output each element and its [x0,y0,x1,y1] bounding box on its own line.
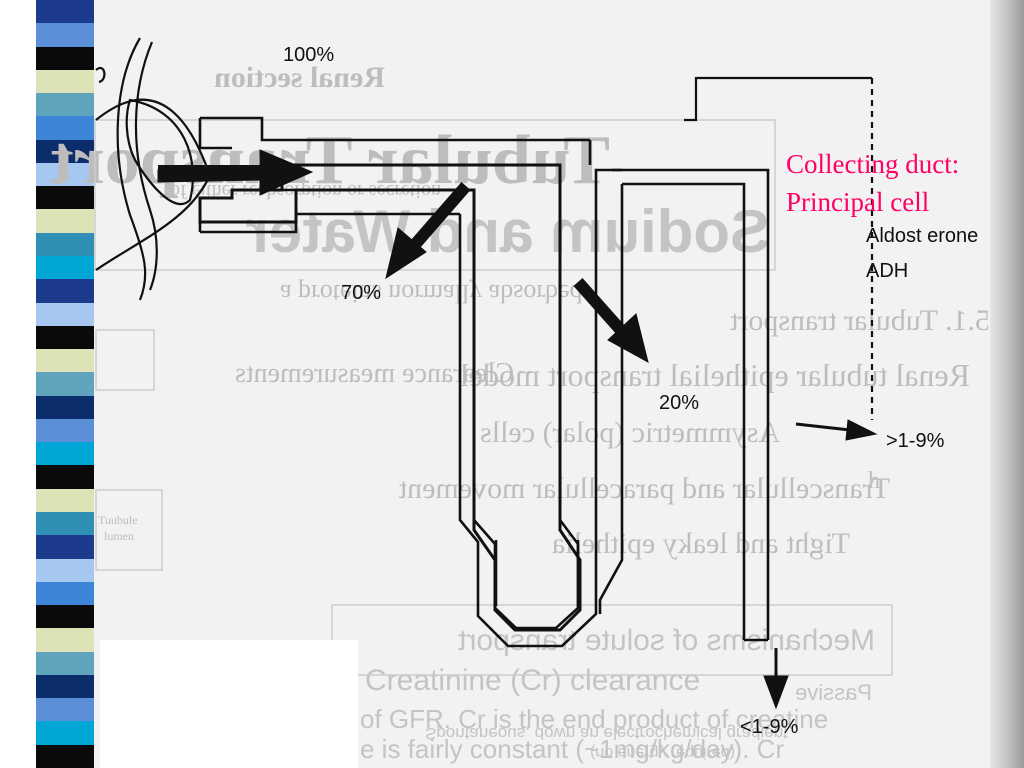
bg-cr-constant: e is fairly constant (~1mg/kg/day). Cr [360,734,784,764]
loop-thin-wall [494,540,580,606]
bg-asymmetric: Asymmetric (polar) cells [480,416,780,449]
arrow-70-head [385,227,427,280]
stripe-segment [36,512,94,536]
bg-sub-energy: (no energy required) [590,744,735,761]
loop-outer-wall [458,190,598,648]
bg-renal-tubular: Renal tubular epithelial transport model [460,357,970,393]
stripe-segment [36,372,94,397]
pct-top-wall [200,116,590,142]
label-adh: ADH [866,260,908,282]
distal-left-wall [598,184,624,614]
distal-inner-wall [622,182,746,640]
arrow-20-shaft [573,278,631,340]
annotation-line-2: Principal cell [786,187,930,217]
bg-renal-section: Renal section [214,61,385,94]
pct-bottom-wall [200,212,460,234]
stripe-segment [36,442,94,466]
bg-creatinine: Creatinine (Cr) clearance [365,664,700,697]
bg-passive: Passive [795,680,872,705]
label-gt-1-9-percent: >1-9% [886,430,945,452]
scan-edge-shadow [990,0,1024,768]
glomerulus-loop [125,98,194,206]
stripe-segment [36,46,94,71]
label-aldosterone: Aldost erone [866,225,978,247]
white-patch-top [0,50,26,110]
bg-box-label2: lumen [104,529,134,543]
arrow-gt-shaft [795,422,851,432]
stripe-segment [36,162,94,187]
stripe-segment [36,628,94,653]
stripe-segment [36,674,94,699]
stripe-segment [36,349,94,373]
stripe-segment [36,139,94,164]
stripe-segment [36,256,94,280]
bg-transcellular: Transcellular and paracellular movement [398,472,890,505]
label-70-percent: 70% [341,282,381,304]
arrow-20-head [607,313,649,363]
bg-box-left [95,329,155,391]
stripe-segment [36,488,94,513]
stripe-segment [36,418,94,443]
stripe-segment [36,93,94,117]
stripe-segment [36,535,94,560]
stripe-segment [36,0,94,24]
stripe-segment [36,558,94,583]
capsule-outer-line [116,37,147,301]
bg-box-left2 [95,489,163,571]
stripe-segment [36,186,94,210]
stripe-segment [36,605,94,629]
hormone-line [684,76,874,420]
stripe-segment [36,465,94,490]
label-20-percent: 20% [659,392,699,414]
stripe-segment [36,116,94,141]
label-100-percent: 100% [283,44,334,66]
bg-clearance: Clearance measurements [235,358,514,389]
decorative-stripe-bar [36,0,94,768]
stripe-segment [36,325,94,350]
stripe-segment [36,232,94,257]
stripe-segment [36,209,94,234]
stripe-segment [36,651,94,676]
stripe-segment [36,698,94,722]
stripe-segment [36,721,94,746]
arrows-layer [157,149,878,710]
white-patch-bottom [100,640,358,768]
stripe-segment [36,69,94,94]
arrow-lt-head [763,675,789,710]
stripe-segment [36,581,94,606]
bg-note-h: h [868,468,880,494]
hormone-bracket [684,76,872,122]
arrow-70-shaft [407,182,471,252]
stripe-segment [36,279,94,304]
background-text-layer: Renal section Tubular Transport of eithe… [50,61,990,764]
stripe-segment [36,395,94,420]
bg-tubular-transport: 5.1. Tubular transport [729,304,990,337]
loop-inner-wall [472,165,580,630]
bg-spontaneous: Spontaneous, down an electrochemical gra… [425,724,788,743]
annotation-line-1: Collecting duct: [786,149,960,179]
bg-box-label: Tuubule [98,513,138,527]
bg-title-box [94,119,776,271]
pct-cap-upper [198,118,232,150]
tubule-walls [198,116,770,648]
bg-tight-leaky: Tight and leaky epithelia [552,527,850,560]
capsule-outer-line-2 [134,41,158,291]
stripe-segment [36,302,94,327]
annotation-collecting-duct: Collecting duct: Principal cell [786,145,959,221]
stripe-segment [36,744,94,768]
capsule-small-mark [95,67,106,84]
stripe-segment [36,23,94,48]
distal-outer-wall [612,168,770,640]
label-lt-1-9-percent: <1-9% [740,716,799,738]
arrow-gt-head [845,419,878,441]
bg-sodium-water: Sodium and Water [246,198,770,265]
bg-proteins: a proteins normally absorbed [280,279,583,308]
pct-cap-lower [198,196,232,232]
bg-cr-product: of GFR. Cr is the end product of creatin… [360,704,828,734]
